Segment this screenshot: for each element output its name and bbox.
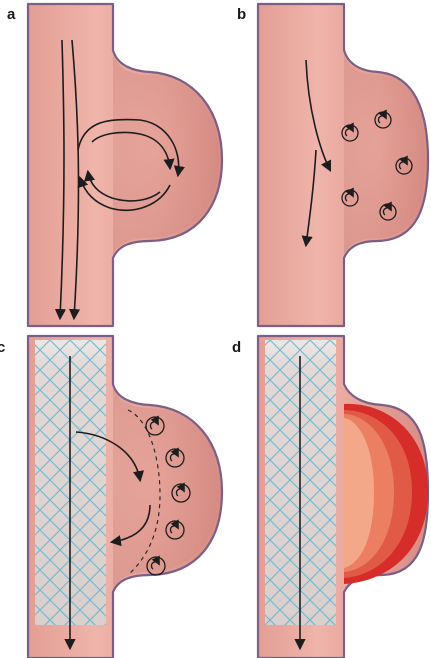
panel-label-a: a bbox=[7, 6, 16, 23]
panel-d: d bbox=[232, 336, 428, 658]
panel-label-c: c bbox=[0, 339, 5, 356]
panel-c: c bbox=[0, 336, 222, 658]
panel-b: b bbox=[237, 4, 428, 326]
aneurysm-sac bbox=[113, 388, 219, 590]
panel-a: a bbox=[7, 4, 222, 326]
panel-label-b: b bbox=[237, 6, 246, 23]
panel-label-d: d bbox=[232, 339, 241, 356]
